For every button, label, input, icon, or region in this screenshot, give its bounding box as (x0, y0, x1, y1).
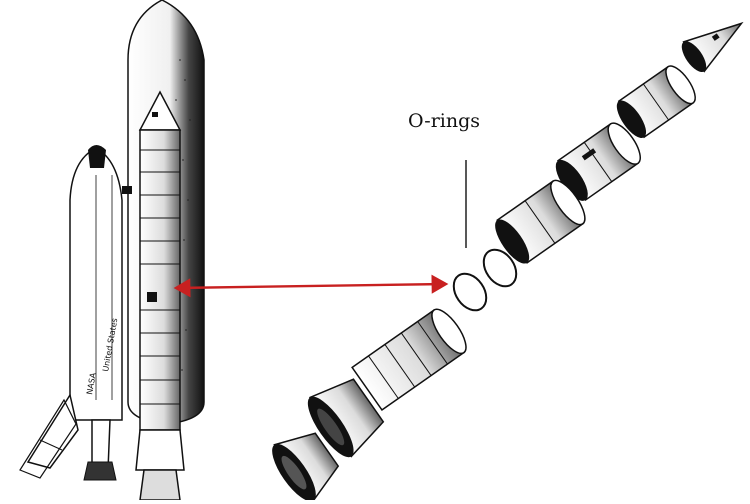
booster-aft-segment (351, 308, 467, 412)
booster-nose-cone (681, 21, 744, 73)
o-ring-lower (452, 272, 488, 312)
orbiter-nasa-label: NASA (85, 371, 98, 395)
o-ring-upper (482, 248, 518, 288)
red-connector-arrow (173, 274, 449, 298)
booster-segment-3 (495, 179, 586, 264)
shuttle-stack: United States NASA (19, 0, 205, 501)
exploded-booster (272, 21, 744, 502)
o-rings-callout-label: O-rings (408, 110, 481, 132)
orbiter: United States NASA (19, 145, 132, 481)
booster-segment-2 (555, 122, 641, 202)
solid-rocket-booster (135, 90, 185, 501)
booster-segment-1 (616, 65, 696, 139)
booster-aft-skirt (307, 378, 385, 458)
booster-nozzle (272, 432, 340, 502)
